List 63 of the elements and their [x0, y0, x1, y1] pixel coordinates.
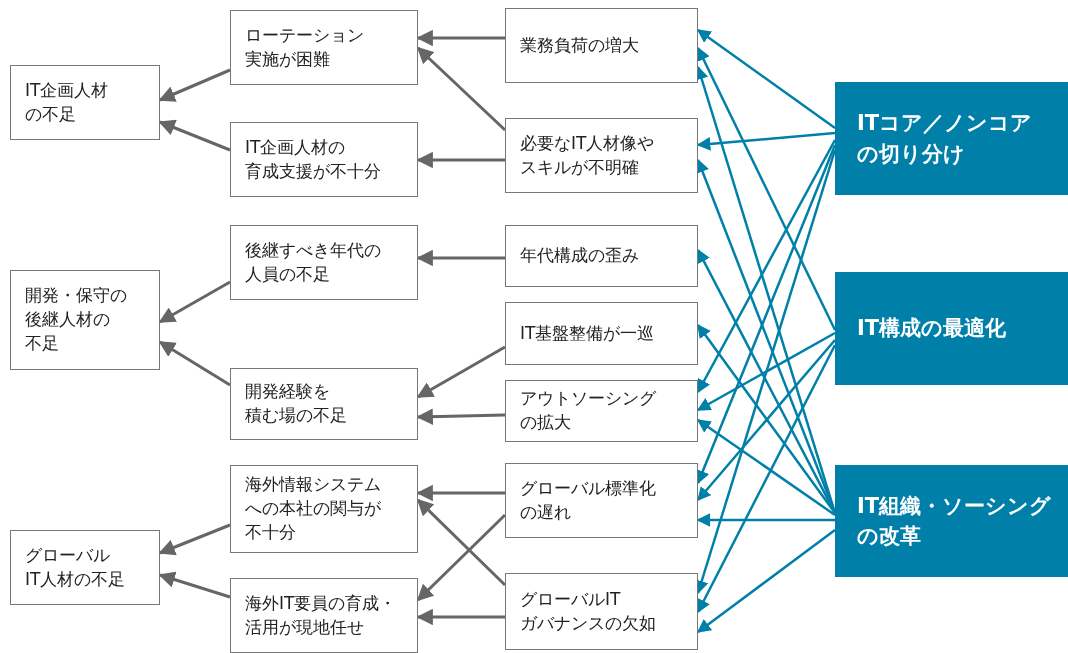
cause-box	[505, 8, 698, 83]
cause-box	[505, 118, 698, 193]
cause-box	[230, 122, 418, 197]
box-text: IT企画人材の育成支援が不十分	[245, 135, 381, 183]
box-text: 必要なIT人材像やスキルが不明確	[520, 131, 655, 179]
cause-box	[505, 463, 698, 538]
arrow	[696, 46, 837, 331]
arrow	[416, 513, 507, 602]
measure-box	[835, 272, 1068, 385]
arrow	[696, 331, 836, 412]
box-text: 開発経験を積む場の不足	[245, 380, 347, 427]
arrow	[696, 139, 837, 394]
arrow	[416, 249, 505, 267]
arrow	[696, 29, 836, 129]
measure-box	[835, 465, 1068, 577]
arrow	[416, 151, 505, 169]
box-text: 開発・保守の後継人材の不足	[25, 284, 127, 355]
box-text: 海外情報システムへの本社の関与が不十分	[245, 473, 381, 544]
cause-box	[10, 270, 160, 370]
arrow	[696, 344, 837, 614]
arrow	[696, 513, 835, 527]
arrow	[696, 131, 836, 151]
box-text: 年代構成の歪み	[520, 244, 639, 268]
cause-box	[230, 225, 418, 300]
arrow	[416, 498, 507, 587]
cause-box	[10, 65, 160, 140]
arrow	[416, 46, 507, 132]
box-text: ITコア／ノンコアの切り分け	[857, 110, 1033, 168]
cause-box	[505, 302, 698, 365]
box-text: グローバルIT人材の不足	[25, 543, 126, 591]
box-text: IT構成の最適化	[857, 315, 1007, 343]
box-text: 業務負荷の増大	[520, 33, 639, 57]
cause-box	[10, 530, 160, 605]
cause-box	[505, 225, 698, 287]
box-text: ローテーション実施が困難	[245, 23, 364, 71]
cause-box	[230, 10, 418, 85]
arrow	[416, 345, 506, 399]
arrow	[158, 68, 231, 102]
arrow	[158, 119, 231, 152]
box-text: グローバルITガバナンスの欠如	[520, 587, 656, 635]
arrow	[158, 523, 231, 556]
measure-box	[835, 82, 1068, 195]
arrow	[416, 484, 505, 502]
arrow	[696, 418, 836, 517]
arrow	[696, 529, 836, 633]
box-text: アウトソーシングの拡大	[520, 387, 656, 434]
arrow	[158, 571, 231, 599]
arrow	[158, 280, 231, 324]
box-text: IT企画人材の不足	[25, 78, 109, 126]
box-text: IT基盤整備が一巡	[520, 321, 655, 345]
arrow	[158, 340, 231, 387]
cause-box	[230, 465, 418, 553]
box-text: IT組織・ソーシングの改革	[857, 492, 1052, 550]
box-text: 海外IT要員の育成・活用が現地任せ	[245, 591, 397, 639]
box-text: 後継すべき年代の人員の不足	[245, 238, 381, 286]
box-text: グローバル標準化の遅れ	[520, 476, 656, 524]
cause-box	[230, 368, 418, 440]
arrow	[416, 29, 505, 47]
arrow	[416, 608, 505, 626]
cause-box	[505, 380, 698, 442]
arrow	[416, 408, 506, 425]
cause-box	[505, 573, 698, 650]
cause-box	[230, 578, 418, 653]
